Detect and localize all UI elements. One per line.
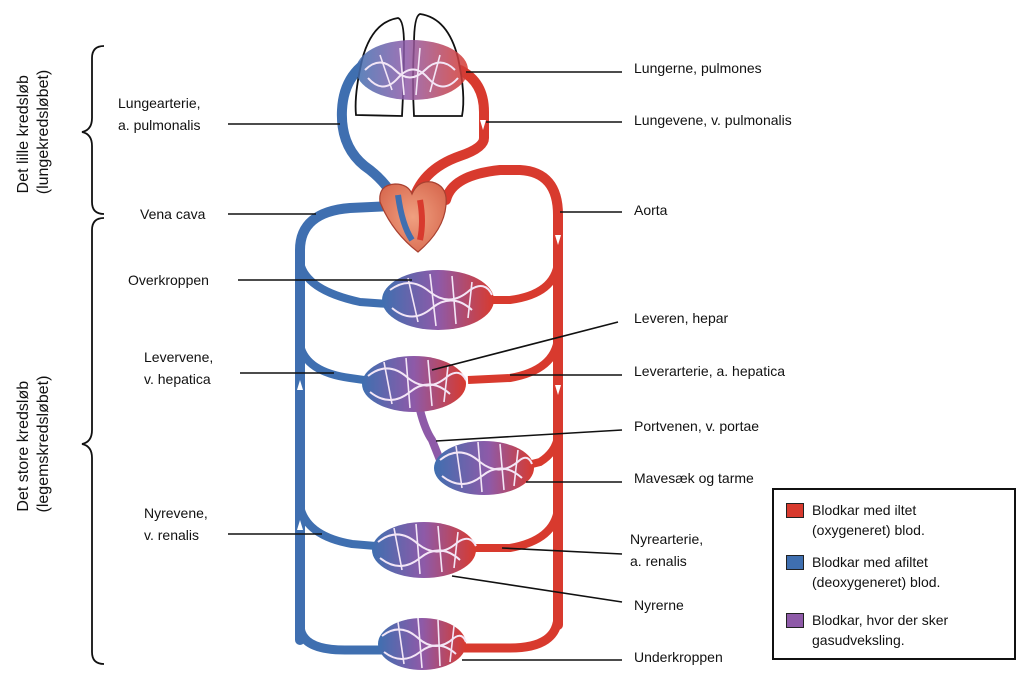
label-upper-body: Overkroppen bbox=[128, 272, 209, 288]
portal-vein-vessel bbox=[416, 409, 444, 462]
label-stomach-intestine: Mavesæk og tarme bbox=[634, 470, 754, 486]
lungs bbox=[354, 13, 468, 117]
label-liver: Leveren, hepar bbox=[634, 310, 729, 326]
capillary-kidneys bbox=[372, 522, 477, 578]
label-vena-cava: Vena cava bbox=[140, 206, 206, 222]
capillary-stomach-intestine bbox=[434, 441, 534, 495]
legend-item-exchange: Blodkar, hvor der sker gasudveksling. bbox=[786, 610, 1008, 650]
capillary-upper-body bbox=[382, 270, 494, 330]
label-hepatic-vein: Levervene, v. hepatica bbox=[144, 349, 217, 387]
lower-body-loop bbox=[295, 624, 386, 655]
leader-lines bbox=[228, 71, 623, 661]
legend-item-deoxygenated: Blodkar med afiltet (deoxygeneret) blod. bbox=[786, 552, 1008, 592]
label-aorta: Aorta bbox=[634, 202, 668, 218]
flow-arrows bbox=[297, 120, 561, 530]
legend-text-oxygenated: Blodkar med iltet (oxygeneret) blod. bbox=[812, 502, 925, 538]
label-pulmonary-vein: Lungevene, v. pulmonalis bbox=[634, 112, 792, 128]
label-kidneys: Nyrerne bbox=[634, 597, 684, 613]
exchange-swatch bbox=[786, 613, 804, 628]
small-circuit-label: Det lille kredsløb (lungekredsløbet) bbox=[15, 70, 52, 195]
legend-text-deoxygenated: Blodkar med afiltet (deoxygeneret) blod. bbox=[812, 554, 941, 590]
aorta-vessel bbox=[441, 165, 563, 630]
brace-small-circuit bbox=[81, 45, 105, 215]
capillary-lower-body bbox=[378, 617, 467, 670]
label-renal-artery: Nyrearterie, a. renalis bbox=[630, 531, 707, 569]
vena-cava-vessel bbox=[295, 201, 397, 645]
pulmonary-vein-vessel bbox=[407, 65, 489, 210]
label-renal-vein: Nyrevene, v. renalis bbox=[144, 505, 212, 543]
brace-large-circuit bbox=[81, 217, 105, 665]
oxygenated-swatch bbox=[786, 503, 804, 518]
label-lower-body: Underkroppen bbox=[634, 649, 723, 665]
large-circuit-label: Det store kredsløb (legemskredsløbet) bbox=[15, 376, 52, 513]
capillary-liver bbox=[362, 356, 467, 412]
label-hepatic-artery: Leverarterie, a. hepatica bbox=[634, 363, 785, 379]
label-portal-vein: Portvenen, v. portae bbox=[634, 418, 759, 434]
heart bbox=[379, 181, 447, 253]
label-pulmonary-artery: Lungearterie, a. pulmonalis bbox=[118, 95, 204, 133]
legend: Blodkar med iltet (oxygeneret) blod. Blo… bbox=[772, 488, 1016, 660]
deoxygenated-swatch bbox=[786, 555, 804, 570]
legend-text-exchange: Blodkar, hvor der sker gasudveksling. bbox=[812, 612, 949, 648]
legend-item-oxygenated: Blodkar med iltet (oxygeneret) blod. bbox=[786, 500, 1008, 540]
label-lungs: Lungerne, pulmones bbox=[634, 60, 762, 76]
